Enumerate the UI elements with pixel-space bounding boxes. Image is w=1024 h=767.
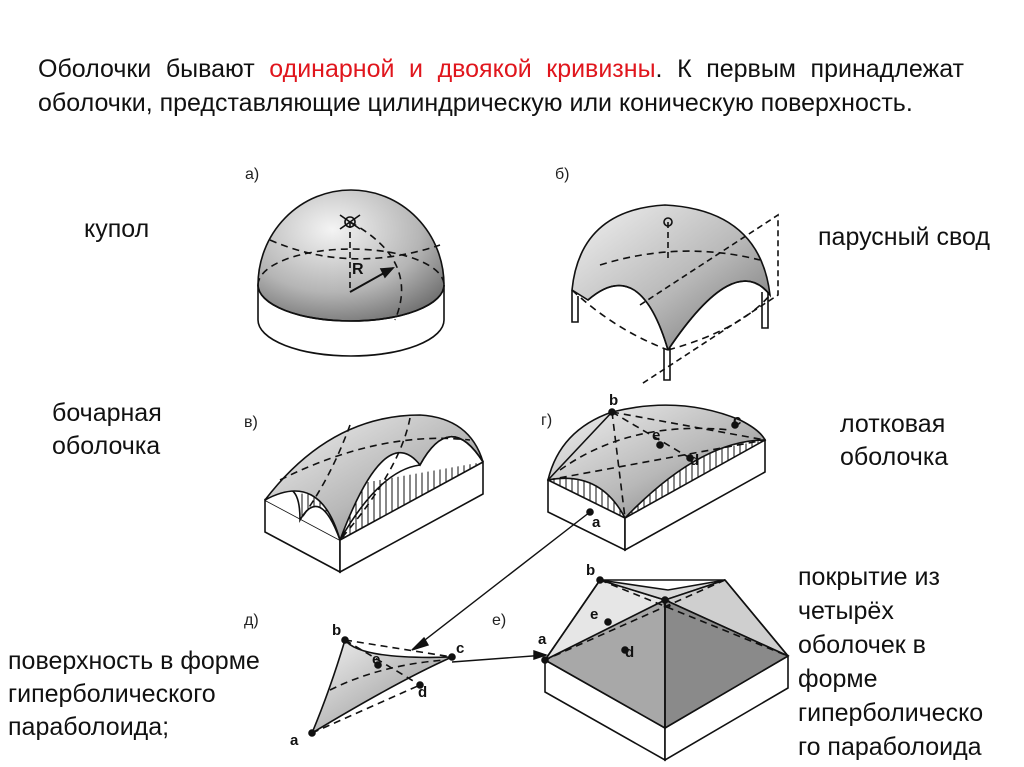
label-four-shells-line1: покрытие из — [798, 560, 983, 594]
figure-tag-b: б) — [555, 166, 570, 184]
label-barrel-shell-line1: бочарная — [52, 397, 162, 430]
hyperbolic-paraboloid-figure — [309, 637, 455, 736]
trough-point-e: e — [652, 427, 660, 444]
four-point-a: a — [538, 631, 546, 648]
label-hyperbolic: поверхность в форме гиперболического пар… — [8, 645, 260, 744]
dome-figure — [258, 190, 444, 356]
hypar-point-d: d — [418, 684, 427, 701]
label-four-shells-line4: форме — [798, 662, 983, 696]
trough-point-b: b — [609, 392, 618, 409]
hypar-point-e: e — [372, 651, 380, 668]
label-hyperbolic-line2: гиперболического — [8, 678, 260, 711]
barrel-shell-figure — [265, 415, 483, 572]
four-point-b: b — [586, 562, 595, 579]
four-point-e: e — [590, 606, 598, 623]
hypar-point-b: b — [332, 622, 341, 639]
dome-radius-label: R — [352, 261, 364, 278]
label-hyperbolic-line3: параболоида; — [8, 711, 260, 744]
four-point-d: d — [625, 644, 634, 661]
trough-point-c: c — [733, 412, 741, 429]
four-point-c: c — [663, 595, 671, 612]
figure-tag-d: д) — [244, 612, 259, 630]
figure-tag-a: а) — [245, 166, 259, 184]
sail-vault-figure — [572, 205, 778, 385]
label-four-shells-line2: четырёх — [798, 594, 983, 628]
label-trough-shell-line1: лотковая — [840, 408, 948, 441]
label-barrel-shell-line2: оболочка — [52, 430, 162, 463]
label-barrel-shell: бочарная оболочка — [52, 397, 162, 463]
label-trough-shell: лотковая оболочка — [840, 408, 948, 474]
figure-tag-g: г) — [541, 412, 552, 430]
figure-tag-e: е) — [492, 612, 506, 630]
label-sail-vault: парусный свод — [818, 221, 990, 254]
figure-tag-v: в) — [244, 414, 258, 432]
hypar-point-c: c — [456, 640, 464, 657]
label-four-shells-line6: го параболоида — [798, 730, 983, 764]
trough-point-d: d — [690, 452, 699, 469]
trough-point-a: a — [592, 514, 600, 531]
hypar-point-a: a — [290, 732, 298, 749]
label-trough-shell-line2: оболочка — [840, 441, 948, 474]
label-dome: купол — [84, 213, 149, 246]
label-four-shells-line3: оболочек в — [798, 628, 983, 662]
label-hyperbolic-line1: поверхность в форме — [8, 645, 260, 678]
label-four-shells: покрытие из четырёх оболочек в форме гип… — [798, 560, 983, 764]
label-four-shells-line5: гиперболическо — [798, 696, 983, 730]
